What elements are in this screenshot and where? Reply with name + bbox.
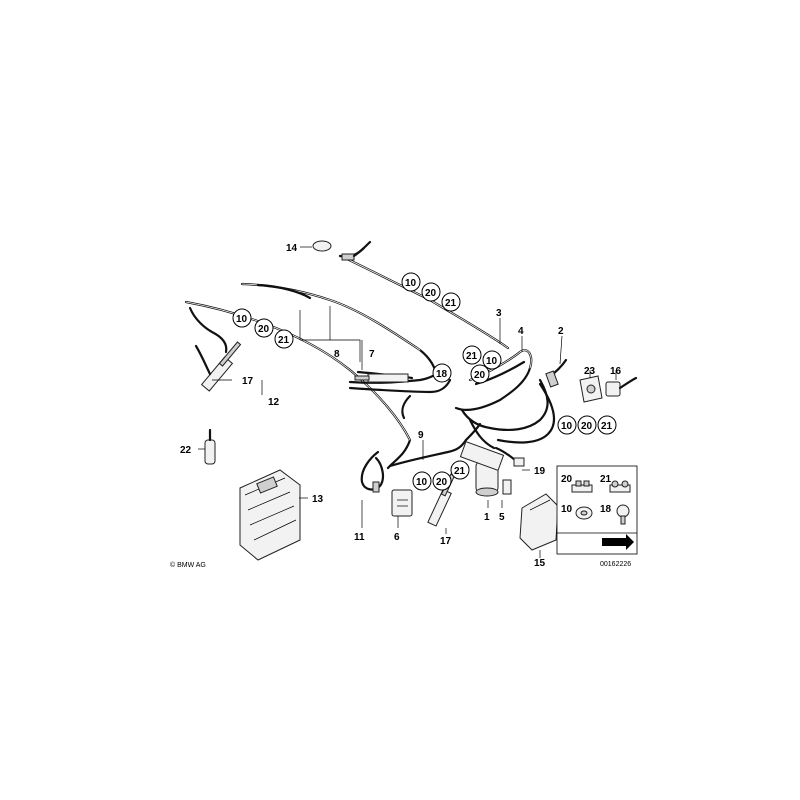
circled-10-d: 10	[561, 421, 573, 432]
circled-21-c: 21	[466, 351, 478, 362]
inset-label-20: 20	[561, 474, 573, 485]
circled-20-a: 20	[425, 288, 437, 299]
inset-label-18: 18	[600, 504, 612, 515]
part-17-strut-left	[194, 341, 242, 392]
circled-10-e: 10	[416, 477, 428, 488]
callout-11: 11	[354, 532, 365, 543]
part-5-valve	[502, 479, 512, 495]
part-2-connector	[545, 370, 559, 388]
copyright-text: © BMW AG	[170, 561, 206, 569]
callout-3: 3	[496, 308, 502, 319]
part-6-relay	[391, 489, 413, 517]
callout-6: 6	[394, 532, 400, 543]
callout-14: 14	[286, 243, 298, 254]
circled-10-b: 10	[236, 314, 248, 325]
callout-4: 4	[518, 326, 524, 337]
part-11-harness	[372, 481, 380, 493]
inset-label-21: 21	[600, 474, 612, 485]
part-7-cylinder	[354, 373, 409, 383]
part-14-filter	[300, 240, 332, 252]
part-23-bracket	[579, 375, 603, 403]
circled-21-d: 21	[601, 421, 613, 432]
callout-22: 22	[180, 445, 192, 456]
circled-21-a: 21	[445, 298, 457, 309]
callout-17-bottom: 17	[440, 536, 452, 547]
circled-18-a: 18	[436, 369, 448, 380]
part-22-sensor	[204, 428, 216, 465]
callout-7: 7	[369, 349, 375, 360]
arrow-icon	[602, 534, 634, 550]
clip-21-icon	[609, 480, 631, 493]
callout-16: 16	[610, 366, 622, 377]
part-19-connector	[513, 457, 525, 467]
circled-20-b: 20	[258, 324, 270, 335]
part-16-sensor	[605, 376, 638, 397]
callout-19: 19	[534, 466, 546, 477]
circled-21-b: 21	[278, 335, 290, 346]
circled-20-d: 20	[581, 421, 593, 432]
leader-lines	[198, 306, 617, 558]
callout-9: 9	[418, 430, 424, 441]
grommet-10-icon	[575, 506, 593, 520]
circled-10-a: 10	[405, 278, 417, 289]
callout-2: 2	[558, 326, 564, 337]
circled-20-c: 20	[474, 370, 486, 381]
circled-callouts: 10 20 21 10 20 21 21 10 20 18 10 20 21 2…	[232, 272, 617, 491]
clip-20-icon	[571, 480, 593, 493]
part-15-reservoir	[519, 493, 559, 551]
diagram-id: 00162226	[600, 561, 631, 568]
part-1-pump	[459, 441, 505, 497]
part-valve-top	[341, 240, 372, 261]
part-13-control-unit	[239, 469, 301, 561]
callout-12: 12	[268, 397, 280, 408]
bolt-18-icon	[616, 504, 630, 525]
circled-10-c: 10	[486, 356, 498, 367]
callout-15: 15	[534, 558, 546, 569]
circled-20-e: 20	[436, 477, 448, 488]
callout-labels: 14 3 4 2 8 7 17 12 23 16 9 22 19 13 1 5 …	[180, 243, 622, 569]
callout-5: 5	[499, 512, 505, 523]
callout-13: 13	[312, 494, 324, 505]
callout-1: 1	[484, 512, 490, 523]
callout-23: 23	[584, 366, 596, 377]
inset-label-10: 10	[561, 504, 573, 515]
callout-8: 8	[334, 349, 340, 360]
fastener-inset: 20 21 10 18	[556, 465, 638, 555]
callout-17-left: 17	[242, 376, 254, 387]
hydraulic-lines	[184, 246, 568, 491]
circled-21-e: 21	[454, 466, 466, 477]
